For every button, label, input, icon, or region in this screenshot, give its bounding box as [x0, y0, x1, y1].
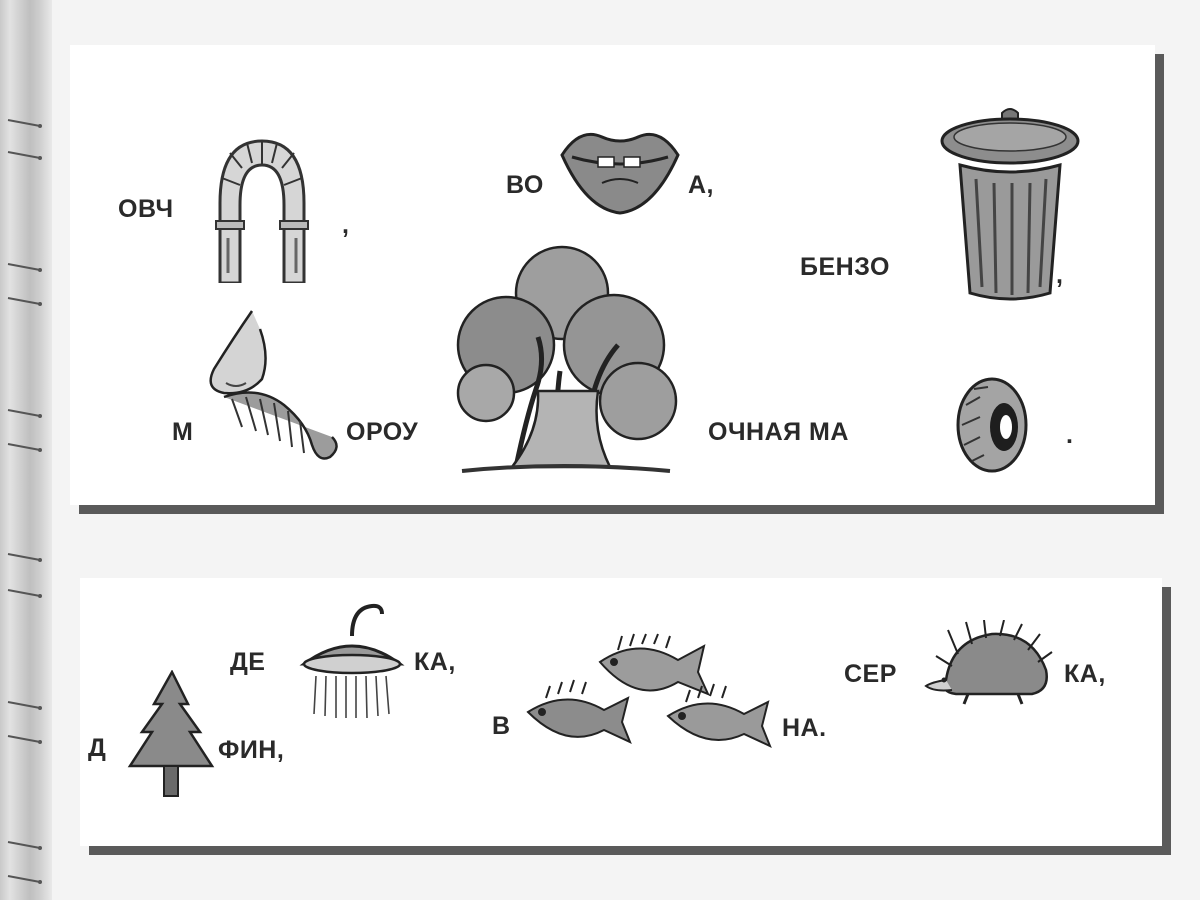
rebus-word-part: Д [88, 734, 107, 762]
rebus-word-part: ОВЧ [118, 195, 174, 223]
rebus-word-part: КА, [414, 648, 456, 676]
binding-ring-icon [7, 875, 42, 884]
rebus-word-part: М [172, 418, 194, 446]
hedgehog-icon [924, 620, 1053, 705]
fish-icon [526, 633, 772, 748]
mustache-nose-icon [209, 310, 338, 460]
binding-ring-icon [7, 409, 42, 418]
rebus-word-part: НА. [782, 714, 827, 742]
binding-ring-icon [7, 119, 42, 128]
trash-can-icon [940, 108, 1080, 301]
binding-ring-icon [7, 589, 42, 598]
rebus-panel-2: ДЕ КА, Д ФИН, В НА. СЕР КА, [80, 578, 1162, 846]
tire-icon [956, 377, 1028, 473]
rebus-word-part: ДЕ [230, 648, 266, 676]
binding-ring-icon [7, 735, 42, 744]
rebus-word-part: , [1056, 261, 1064, 289]
lips-icon [560, 132, 680, 215]
rebus-word-part: БЕНЗО [800, 253, 890, 281]
notebook-binding [0, 0, 52, 900]
arch-icon [215, 139, 309, 283]
rebus-word-part: СЕР [844, 660, 897, 688]
rebus-word-part: КА, [1064, 660, 1106, 688]
rebus-word-part: . [1066, 421, 1074, 449]
rebus-word-part: ОРОУ [346, 418, 419, 446]
fir-tree-icon [127, 670, 215, 797]
binding-ring-icon [7, 443, 42, 452]
binding-ring-icon [7, 553, 42, 562]
binding-ring-icon [7, 151, 42, 160]
rebus-word-part: ОЧНАЯ МА [708, 418, 849, 446]
rebus-word-part: А, [688, 171, 714, 199]
binding-ring-icon [7, 297, 42, 306]
binding-ring-icon [7, 701, 42, 710]
rebus-word-part: ВО [506, 171, 544, 199]
tree-icon [456, 245, 678, 473]
binding-ring-icon [7, 841, 42, 850]
rebus-word-part: ФИН, [218, 736, 285, 764]
rebus-word-part: В [492, 712, 511, 740]
shower-icon [299, 603, 405, 719]
binding-ring-icon [7, 263, 42, 272]
rebus-word-part: , [342, 211, 350, 239]
rebus-panel-1: ОВЧ , ВО А, БЕНЗО , М ОРОУ [70, 45, 1155, 505]
